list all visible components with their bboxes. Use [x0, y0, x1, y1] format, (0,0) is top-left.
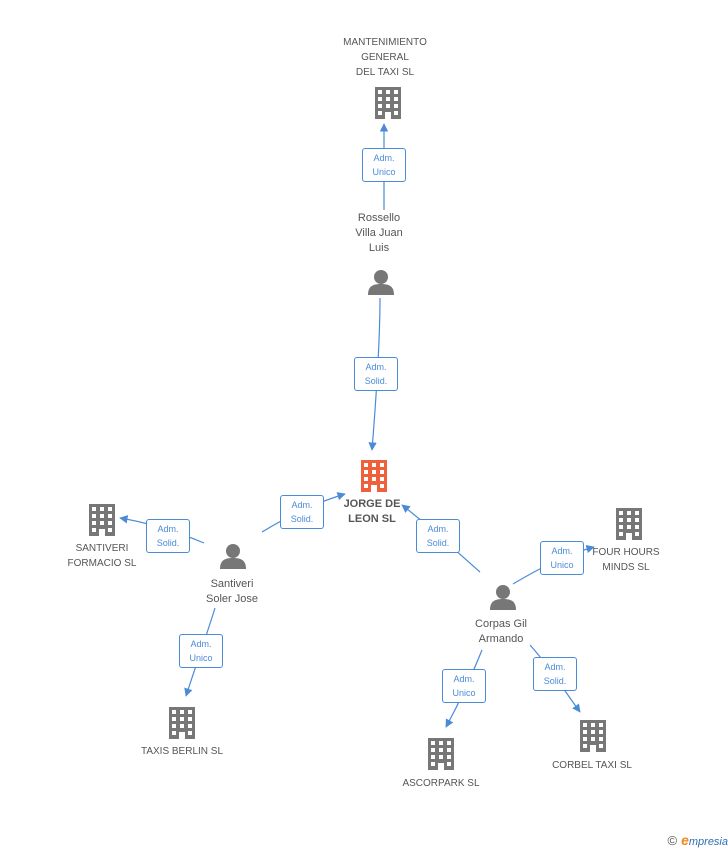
- node-corbel[interactable]: CORBEL TAXI SL: [537, 758, 647, 773]
- edge-label-line: Adm.: [551, 546, 573, 556]
- edge-label-line: Solid.: [290, 514, 314, 524]
- node-ascorpark[interactable]: ASCORPARK SL: [386, 776, 496, 791]
- node-four-hours[interactable]: FOUR HOURS MINDS SL: [580, 545, 672, 575]
- edge-label-line: Solid.: [543, 676, 567, 686]
- edge-label-line: Solid.: [426, 538, 450, 548]
- node-label: JORGE DE: [343, 498, 401, 510]
- edge-label: Adm. Solid.: [280, 495, 324, 529]
- node-mantenimiento[interactable]: MANTENIMIENTO GENERAL DEL TAXI SL: [330, 35, 440, 80]
- person-icon: [368, 270, 394, 295]
- node-label: FOUR HOURS: [592, 547, 660, 558]
- edge-label: Adm. Unico: [362, 148, 406, 182]
- edge-label-line: Adm.: [291, 500, 313, 510]
- edge-label-line: Adm.: [157, 524, 179, 534]
- edge-label-line: Adm.: [453, 674, 475, 684]
- node-label: Armando: [478, 633, 524, 645]
- edge-label-line: Unico: [452, 688, 476, 698]
- person-icon: [220, 544, 246, 569]
- node-santiveri-jose[interactable]: Santiveri Soler Jose: [187, 577, 277, 607]
- node-label: DEL TAXI SL: [355, 67, 415, 78]
- brand-logo-initial: e: [681, 832, 689, 848]
- building-icon-main: [361, 460, 387, 492]
- building-icon: [428, 738, 454, 770]
- copyright-icon: ©: [667, 833, 678, 848]
- node-rossello[interactable]: Rossello Villa Juan Luis: [334, 211, 424, 256]
- node-label: Villa Juan: [355, 227, 403, 239]
- edge-label: Adm. Solid.: [416, 519, 460, 553]
- edge-label-line: Adm.: [427, 524, 449, 534]
- building-icon: [169, 707, 195, 739]
- edge-label-line: Adm.: [190, 639, 212, 649]
- edge-label-line: Adm.: [544, 662, 566, 672]
- empresia-footer[interactable]: ©empresia: [667, 832, 728, 848]
- node-label: LEON SL: [348, 513, 396, 525]
- node-jorge-de-leon[interactable]: JORGE DE LEON SL: [330, 497, 414, 527]
- edge-label: Adm. Solid.: [354, 357, 398, 391]
- node-corpas[interactable]: Corpas Gil Armando: [456, 617, 546, 647]
- node-label: Rossello: [357, 212, 401, 224]
- edge-label-line: Solid.: [364, 376, 388, 386]
- edge-label-line: Unico: [189, 653, 213, 663]
- edge-label-line: Adm.: [365, 362, 387, 372]
- edge-label: Adm. Solid.: [533, 657, 577, 691]
- edge-label-line: Solid.: [156, 538, 180, 548]
- edge-label-line: Unico: [372, 167, 396, 177]
- node-label: Luis: [368, 242, 390, 254]
- node-label: MINDS SL: [602, 562, 650, 573]
- edge-label-line: Adm.: [373, 153, 395, 163]
- building-icon: [89, 504, 115, 536]
- node-label: Santiveri: [210, 578, 254, 590]
- edge-label: Adm. Solid.: [146, 519, 190, 553]
- edge-label-line: Unico: [550, 560, 574, 570]
- brand-logo-text: mpresia: [688, 836, 728, 848]
- building-icon: [375, 87, 401, 119]
- node-label: Soler Jose: [206, 593, 258, 605]
- node-label: CORBEL TAXI SL: [552, 760, 632, 771]
- node-taxis-berlin[interactable]: TAXIS BERLIN SL: [127, 744, 237, 759]
- building-icon: [616, 508, 642, 540]
- node-label: TAXIS BERLIN SL: [140, 746, 224, 757]
- node-label: MANTENIMIENTO: [343, 37, 427, 48]
- node-label: FORMACIO SL: [67, 558, 137, 569]
- edge-label: Adm. Unico: [179, 634, 223, 668]
- node-label: SANTIVERI: [75, 543, 129, 554]
- edge-label: Adm. Unico: [442, 669, 486, 703]
- node-santiveri-formacio[interactable]: SANTIVERI FORMACIO SL: [52, 541, 152, 571]
- edge-label: Adm. Unico: [540, 541, 584, 575]
- node-label: ASCORPARK SL: [402, 778, 480, 789]
- node-label: Corpas Gil: [475, 618, 527, 630]
- node-label: GENERAL: [361, 52, 409, 63]
- person-icon: [490, 585, 516, 610]
- building-icon: [580, 720, 606, 752]
